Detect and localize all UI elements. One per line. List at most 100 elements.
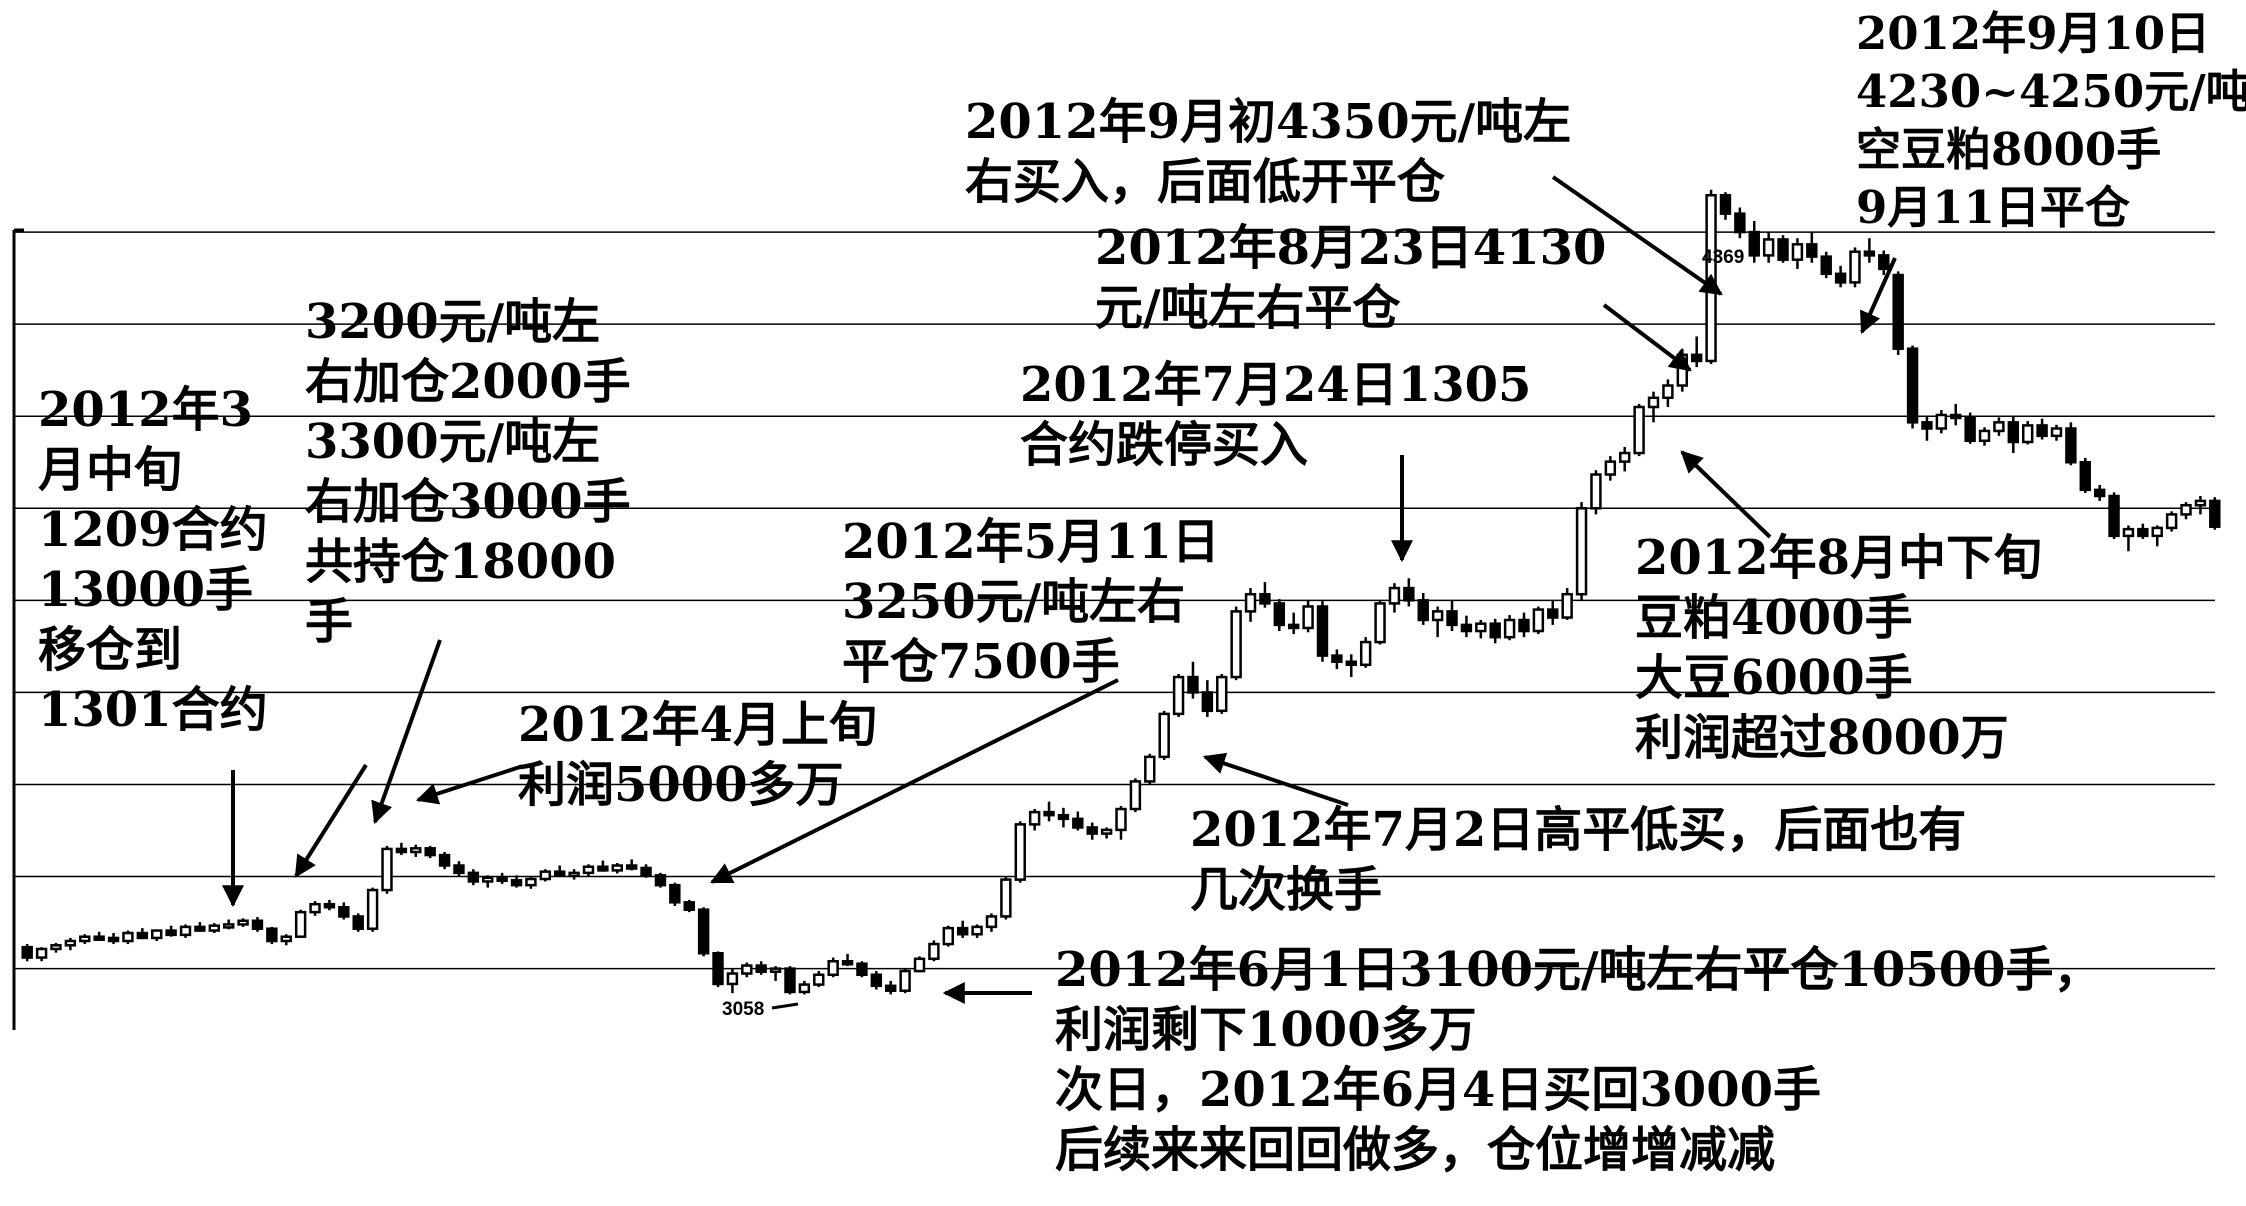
candle-body — [482, 876, 494, 883]
annotation-aug-profit: 2012年8月中下旬 豆粕4000手 大豆6000手 利润超过8000万 — [1635, 528, 2042, 768]
candle-body — [1388, 586, 1401, 605]
arrow-aug23-close — [1602, 303, 1692, 372]
candle-body — [1374, 602, 1386, 644]
candle-body — [1993, 421, 2005, 433]
candle-body — [1820, 255, 1832, 276]
candle-body — [1115, 807, 1127, 832]
candle-body — [266, 927, 278, 943]
annotation-line: 3300元/吨左 — [305, 414, 601, 470]
candle-body — [1619, 451, 1631, 463]
candle-body — [1503, 618, 1516, 639]
candle-body — [611, 864, 623, 872]
candle-body — [2093, 488, 2106, 498]
candle-body — [122, 931, 134, 943]
candle-body — [1086, 826, 1098, 835]
candle-body — [1057, 813, 1070, 821]
candle-body — [1978, 429, 1991, 443]
annotation-jul2-swap: 2012年7月2日高平低买，后面也有 几次换手 — [1190, 800, 1966, 920]
annotation-line: 2012年6月1日3100元/吨左右平仓10500手， — [1055, 942, 2102, 998]
candle-body — [107, 936, 120, 943]
annotation-line: 2012年9月初4350元/吨左 — [965, 94, 1572, 150]
candle-body — [381, 847, 393, 892]
annotation-line: 豆粕4000手 — [1635, 590, 1913, 646]
candle-body — [1216, 675, 1228, 713]
candle-body — [1863, 250, 1876, 257]
annotation-line: 4230~4250元/吨 — [1856, 65, 2246, 118]
candle-body — [899, 969, 911, 992]
candle-body — [625, 864, 638, 870]
candle-body — [928, 942, 940, 961]
annotation-line: 2012年5月11日 — [842, 514, 1220, 570]
candle-body — [798, 983, 811, 994]
candle-body — [1172, 675, 1185, 716]
candle-body — [1244, 592, 1257, 613]
candle-body — [2108, 494, 2120, 538]
candle-body — [496, 876, 508, 883]
high-price-label: 4369 — [1702, 247, 1744, 268]
annotation-line: 移仓到 — [38, 622, 183, 678]
annotation-line: 利润5000多万 — [518, 757, 844, 813]
candle-body — [539, 870, 552, 881]
annotation-line: 3200元/吨左 — [305, 294, 601, 350]
candle-body — [467, 871, 480, 883]
annotation-add-position: 3200元/吨左 右加仓2000手 3300元/吨左 右加仓3000手 共持仓1… — [305, 292, 631, 652]
candle-body — [1806, 243, 1818, 258]
annotation-line: 1301合约 — [38, 682, 268, 738]
annotation-line: 共持仓18000 — [305, 534, 616, 590]
annotation-line: 合约跌停买入 — [1020, 417, 1309, 473]
gridlines — [14, 231, 2215, 970]
candle-body — [280, 935, 292, 943]
candle-body — [985, 915, 998, 929]
candle-body — [726, 972, 739, 986]
annotation-line: 后续来来回回做多，仓位增增减减 — [1055, 1122, 1776, 1178]
annotation-line: 2012年4月上旬 — [518, 697, 877, 753]
candle-body — [35, 947, 48, 959]
annotation-line: 2012年7月2日高平低买，后面也有 — [1190, 802, 1967, 858]
candle-body — [885, 984, 897, 992]
arrow-add-position-a — [294, 763, 368, 878]
annotation-line: 利润超过8000万 — [1635, 710, 2009, 766]
annotation-line: 右加仓2000手 — [305, 354, 631, 410]
candle-body — [1748, 230, 1760, 257]
candle-body — [1878, 254, 1890, 271]
candle-body — [2065, 427, 2077, 464]
arrow-apr-profit — [415, 765, 521, 805]
candle-body — [323, 902, 336, 909]
candle-body — [1777, 238, 1789, 261]
candle-body — [352, 915, 364, 930]
candle-body — [151, 929, 163, 940]
annotation-line: 平仓7500手 — [842, 634, 1120, 690]
annotation-aug23-close: 2012年8月23日4130 元/吨左右平仓 — [1095, 218, 1606, 338]
candle-body — [1950, 413, 1962, 420]
candle-body — [827, 960, 839, 977]
annotation-line: 2012年8月23日4130 — [1095, 220, 1607, 276]
candle-body — [1028, 810, 1041, 826]
candle-body — [1705, 193, 1717, 363]
candle-body — [179, 925, 192, 937]
arrow-add-position-b — [371, 639, 442, 825]
candles — [21, 189, 2221, 995]
annotation-line: 月中旬 — [38, 442, 183, 498]
candle-body — [1561, 592, 1573, 619]
candle-body — [136, 931, 149, 940]
candle-body — [294, 910, 307, 938]
candle-body — [1144, 755, 1156, 783]
candle-body — [1417, 599, 1429, 622]
candle-body — [2050, 427, 2063, 438]
annotation-line: 元/吨左右平仓 — [1095, 280, 1401, 336]
candle-body — [1935, 413, 1948, 430]
candle-body — [1000, 878, 1012, 918]
annotation-line: 2012年3 — [38, 382, 253, 438]
candle-body — [1043, 810, 1055, 817]
candle-body — [568, 871, 580, 878]
candle-body — [1575, 507, 1588, 596]
candle-body — [755, 964, 767, 973]
candle-body — [553, 870, 566, 877]
candle-body — [208, 924, 221, 932]
price-labels: 3058 4369 — [722, 247, 1744, 1020]
candle-body — [395, 847, 408, 854]
candle-body — [165, 929, 177, 937]
candle-body — [1921, 421, 1933, 430]
annotation-may11-close: 2012年5月11日 3250元/吨左右 平仓7500手 — [842, 512, 1220, 692]
